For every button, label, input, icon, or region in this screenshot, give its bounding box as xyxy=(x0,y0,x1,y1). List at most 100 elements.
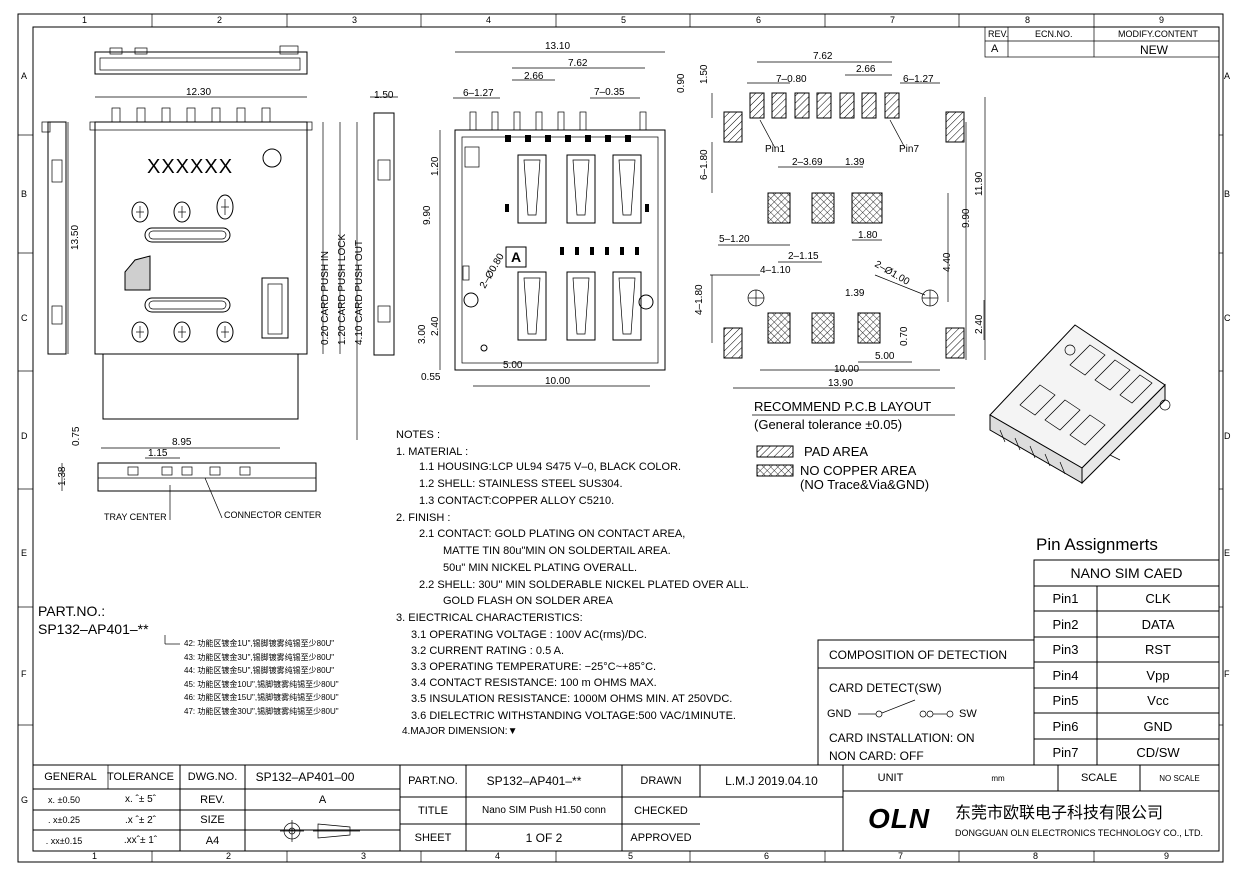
pcb-dim-762: 7.62 xyxy=(813,51,833,62)
bottom-dim-762: 7.62 xyxy=(568,58,588,69)
pcb-dim-180: 1.80 xyxy=(858,230,878,241)
pcb-dim-4-180: 4–1.80 xyxy=(694,284,705,315)
bottom-dim-500: 5.00 xyxy=(503,360,523,371)
pin-signal: CD/SW xyxy=(1136,744,1180,760)
top-view-push-lock: 1.20 CARD PUSH LOCK xyxy=(337,233,348,345)
grid-row-g: G xyxy=(21,795,29,805)
tb-drawn-label: DRAWN xyxy=(640,775,682,787)
note-line: 1.1 HOUSING:LCP UL94 S475 V–0, BLACK COL… xyxy=(419,461,682,473)
pcb-dim-240: 2.40 xyxy=(974,314,985,334)
pin-name: Pin7 xyxy=(1052,744,1079,760)
tb-scale: NO SCALE xyxy=(1159,773,1200,783)
pin-signal: CLK xyxy=(1145,591,1171,606)
detection-card-detect: CARD DETECT(SW) xyxy=(829,681,942,695)
pcb-dim-990: 9.90 xyxy=(961,208,972,228)
bottom-dim-1000: 10.00 xyxy=(545,376,571,387)
detection-installation: CARD INSTALLATION: ON xyxy=(829,731,975,745)
grid-colb-3: 3 xyxy=(361,851,367,861)
rev-content: NEW xyxy=(1140,43,1168,57)
pcb-legend-pad: PAD AREA xyxy=(804,444,869,459)
tb-tol-b: .x ˆ± 2ˆ xyxy=(124,814,157,826)
pcb-pin7: Pin7 xyxy=(899,144,920,155)
grid-rowr-a: A xyxy=(1224,71,1231,81)
part-no-option: 46: 功能区镀金15U",锡脚镀雾纯锡至少80U" xyxy=(184,693,339,702)
pcb-dim-1000: 10.00 xyxy=(834,364,860,375)
pcb-dim-150: 1.50 xyxy=(699,64,710,84)
company-logo: OLN xyxy=(868,803,931,834)
grid-col-5: 5 xyxy=(621,15,627,25)
grid-col-7: 7 xyxy=(890,15,896,25)
part-no-option: 42: 功能区镀金1U",锡脚镀雾纯锡至少80U" xyxy=(184,639,335,648)
grid-colb-8: 8 xyxy=(1033,851,1039,861)
pin-assign-header: NANO SIM CAED xyxy=(1070,565,1183,581)
pcb-dim-4-110: 4–1.10 xyxy=(760,265,791,276)
pin-signal: GND xyxy=(1143,718,1173,734)
tb-tol-a: x. ±0.50 xyxy=(48,794,80,805)
tb-title-label: TITLE xyxy=(418,804,448,817)
pin-signal: RST xyxy=(1145,642,1171,657)
pin-signal: Vpp xyxy=(1146,667,1170,683)
bottom-dim-120: 1.20 xyxy=(430,156,441,176)
pin-assign-title: Pin Assignmerts xyxy=(1036,535,1158,554)
note-line: 2. FINISH : xyxy=(396,512,451,524)
grid-rowr-f: F xyxy=(1224,669,1230,679)
grid-rowr-e: E xyxy=(1224,548,1231,558)
detection-sw: SW xyxy=(959,708,977,720)
pin-name: Pin6 xyxy=(1052,718,1079,734)
grid-colb-1: 1 xyxy=(92,851,98,861)
bottom-dim-width: 13.10 xyxy=(545,41,571,52)
tb-drawn: L.M.J 2019.04.10 xyxy=(725,774,818,788)
tb-dwg-no: SP132–AP401–00 xyxy=(255,770,355,784)
pin-signal: Vcc xyxy=(1147,693,1169,708)
top-view-dim-height: 13.50 xyxy=(70,224,81,250)
rev-value: A xyxy=(991,43,999,55)
tb-tol-b: .xxˆ± 1ˆ xyxy=(123,835,158,846)
grid-row-b: B xyxy=(21,189,28,199)
grid-row-a: A xyxy=(21,71,28,81)
front-label-connector: CONNECTOR CENTER xyxy=(224,510,322,520)
pcb-dim-5-120: 5–1.20 xyxy=(719,234,750,245)
pcb-dim-070: 0.70 xyxy=(899,326,910,346)
grid-col-1: 1 xyxy=(82,15,88,25)
tb-size-label: SIZE xyxy=(200,814,225,826)
bottom-dim-055: 0.55 xyxy=(421,372,441,383)
grid-colb-7: 7 xyxy=(898,851,904,861)
bottom-dim-266: 2.66 xyxy=(524,71,544,82)
detection-title: COMPOSITION OF DETECTION xyxy=(829,648,1008,662)
pcb-dim-2-115: 2–1.15 xyxy=(788,251,819,262)
top-view-dim-side: 1.50 xyxy=(374,90,394,101)
tb-tolerance: TOLERANCE xyxy=(106,771,175,783)
tb-unit-label: UNIT xyxy=(877,772,904,784)
note-line: MATTE TIN 80u"MIN ON SOLDERTAIL AREA. xyxy=(443,545,671,557)
grid-rowr-c: C xyxy=(1224,313,1231,323)
top-view-push-in: 0.20 CARD PUSH IN xyxy=(320,251,331,345)
tb-unit: mm xyxy=(991,773,1005,783)
note-line: 3.2 CURRENT RATING : 0.5 A. xyxy=(411,645,565,657)
bottom-dim-7-035: 7–0.35 xyxy=(594,87,625,98)
top-view-push-out: 4.10 CARD PUSH OUT xyxy=(354,239,365,345)
pin-name: Pin5 xyxy=(1052,693,1079,708)
note-line: 1.2 SHELL: STAINLESS STEEL SUS304. xyxy=(419,478,623,490)
pin-name: Pin2 xyxy=(1052,616,1079,632)
rev-header-rev: REV. xyxy=(988,29,1009,39)
tb-part-no-label: PART.NO. xyxy=(408,775,458,787)
part-no-option: 43: 功能区镀金3U",锡脚镀雾纯锡至少80U" xyxy=(184,653,335,662)
pcb-dim-6-180: 6–1.80 xyxy=(699,149,710,180)
bottom-dim-6-127: 6–1.27 xyxy=(463,88,494,99)
pcb-dim-139b: 1.39 xyxy=(845,288,865,299)
note-line: 1.3 CONTACT:COPPER ALLOY C5210. xyxy=(419,495,615,507)
note-line: 3.4 CONTACT RESISTANCE: 100 m OHMS MAX. xyxy=(411,677,657,689)
tb-part-no: SP132–AP401–** xyxy=(486,774,582,788)
company-name-cn: 东莞市欧联电子科技有限公司 xyxy=(955,803,1164,822)
note-line: 3. EIECTRICAL CHARACTERISTICS: xyxy=(396,612,583,624)
part-no-option: 44: 功能区镀金5U",锡脚镀雾纯锡至少80U" xyxy=(184,666,335,675)
pcb-dim-2-369: 2–3.69 xyxy=(792,157,823,168)
tb-approved-label: APPROVED xyxy=(630,831,692,844)
grid-colb-6: 6 xyxy=(764,851,770,861)
tb-rev: A xyxy=(318,793,327,806)
grid-colb-9: 9 xyxy=(1164,851,1170,861)
note-line: GOLD FLASH ON SOLDER AREA xyxy=(443,595,613,607)
tb-tol-b: x. ˆ± 5ˆ xyxy=(124,794,157,805)
pin-name: Pin3 xyxy=(1052,642,1079,657)
